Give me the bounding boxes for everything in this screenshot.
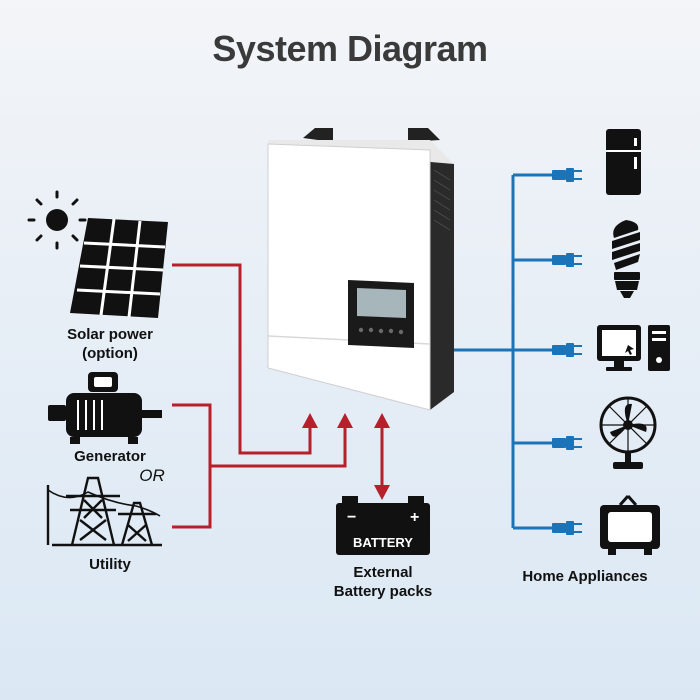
svg-text:−: −: [347, 509, 356, 526]
output-wiring: [442, 173, 552, 530]
solar-power-label-line1: Solar power: [67, 326, 153, 343]
plug-icon: [552, 253, 582, 267]
computer-icon: [597, 325, 670, 371]
battery-arrow-down: [374, 485, 390, 500]
grid-wire: [210, 425, 347, 468]
tv-icon: [600, 495, 660, 555]
utility-label: Utility: [89, 556, 131, 573]
output-plugs: [552, 168, 582, 535]
fan-icon: [599, 396, 657, 469]
generator-icon: [48, 372, 162, 444]
svg-text:+: +: [410, 509, 419, 526]
home-appliances-label: Home Appliances: [522, 568, 648, 585]
or-label: OR: [139, 466, 165, 485]
plug-icon: [552, 343, 582, 357]
input-arrows: [302, 413, 390, 500]
solar-wire: [172, 263, 312, 455]
battery-text: BATTERY: [353, 535, 413, 550]
input-wiring: [172, 263, 384, 529]
solar-power-label-line2: (option): [82, 345, 138, 362]
battery-arrow-up: [374, 413, 390, 428]
plug-icon: [552, 521, 582, 535]
inverter-icon: [267, 128, 454, 411]
generator-wire: [172, 403, 212, 529]
plug-icon: [552, 168, 582, 182]
power-tower-icon: [46, 476, 162, 547]
refrigerator-icon: [606, 129, 641, 195]
battery-packs-label-line1: External: [353, 564, 413, 581]
grid-arrow: [337, 413, 353, 428]
plug-icon: [552, 436, 582, 450]
solar-arrow: [302, 413, 318, 428]
page-title: System Diagram: [212, 28, 488, 69]
sun-icon: [27, 190, 87, 250]
solar-power-label: Solar power (option): [40, 325, 180, 363]
generator-label: Generator: [74, 448, 146, 465]
light-bulb-icon: [612, 220, 640, 298]
battery-packs-label: External Battery packs: [313, 563, 453, 601]
battery-packs-label-line2: Battery packs: [333, 583, 433, 600]
solar-panel-icon: [70, 218, 168, 318]
battery-icon: − + BATTERY: [336, 496, 430, 555]
